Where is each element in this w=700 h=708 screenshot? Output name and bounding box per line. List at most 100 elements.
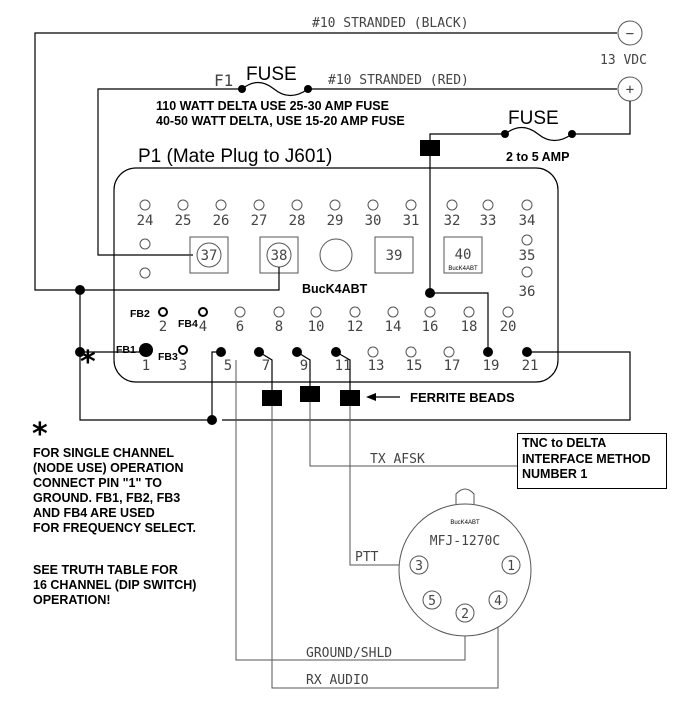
pin-label-1: 1 [142,358,150,374]
pin-label-30: 30 [365,213,382,229]
pin-label-34: 34 [519,213,536,229]
tx-label: TX AFSK [370,452,425,467]
pin-unlabeled-lower [139,267,151,279]
pin-37-box [189,236,229,274]
pin-4 [198,307,208,317]
fuse-f1-terminal-right [304,85,312,93]
pin1-star: * [80,345,96,380]
junction-ground [207,415,217,425]
plug-body [113,167,559,383]
fuse-small-label: FUSE [508,108,559,129]
note-line: GROUND. FB1, FB2, FB3 [33,491,181,505]
pin-24 [139,199,151,211]
pin-40-box [443,236,483,274]
method-line: TNC to DELTA [522,436,607,450]
fuse-f1-ref: F1 [214,71,233,90]
pin38-to-left-wire [80,267,280,291]
pin-label-20: 20 [500,319,517,335]
pin-36 [521,266,533,278]
note-star: * [32,417,48,452]
mfj-pin-label-2: 2 [461,607,469,622]
pin-37 [196,242,222,268]
mfj-small-mark: BucK4ABT [450,520,480,526]
mfj-name: MFJ-1270C [430,534,500,549]
mfj-key [455,488,475,504]
mfj-pin-label-5: 5 [428,594,436,609]
plug-title: P1 (Mate Plug to J601) [138,146,332,167]
pin-12 [349,306,361,318]
fuse-small-bead [420,140,440,156]
pin-label-27: 27 [251,213,268,229]
junction-pin1 [75,347,85,357]
ptt-wire [349,406,408,566]
odd-row-pins: 1 3 5 7 9 11 13 15 17 19 21 [139,343,538,374]
mfj-pin-label-3: 3 [415,559,423,574]
mfj-pin-2 [455,603,475,623]
note-line: CONNECT PIN "1" TO [33,476,162,490]
pin-15 [405,346,417,358]
top-row-pins: 24 25 26 27 28 29 30 31 32 33 34 [137,199,536,229]
pin-33 [482,199,494,211]
pin-label-21: 21 [522,358,539,374]
pin-label-40: 40 [455,247,472,263]
fuse-f1-note-1: 110 WATT DELTA USE 25-30 AMP FUSE [156,99,389,113]
fuse-f1-label: FUSE [246,64,297,85]
pin-1 [139,343,153,357]
pin1-wire [79,290,212,421]
pin-label-26: 26 [213,213,230,229]
pin-label-7: 7 [262,358,270,374]
pin-label-36: 36 [519,284,536,300]
pin-unlabeled-upper [139,238,151,250]
red-wire-label: #10 STRANDED (RED) [328,73,469,88]
pin-label-15: 15 [406,358,423,374]
pin-35-left-dot [521,234,533,246]
pin-34 [521,199,533,211]
note-line: OPERATION! [33,593,111,607]
pin-label-8: 8 [275,319,283,335]
method-line: INTERFACE METHOD [522,451,651,466]
pin-39-box [374,236,414,274]
pin-label-16: 16 [422,319,439,335]
junction-pin16 [425,288,435,298]
pin-28 [291,199,303,211]
pin-8 [273,306,285,318]
pin21-wire [222,351,631,421]
voltage-label: 13 VDC [600,53,647,68]
pin-40-small-mark: BucK4ABT [448,266,478,272]
pin-25 [177,199,189,211]
pin-30 [367,199,379,211]
rx-label: RX AUDIO [306,673,369,688]
black-wire [34,32,617,291]
pin-label-5: 5 [224,358,232,374]
even-row-pins: 2 4 6 8 10 12 14 16 18 20 [158,306,517,335]
fuse-small-wire [572,101,631,135]
mfj-pin-5 [422,590,442,610]
mfj-pin-4 [488,590,508,610]
pin-label-2: 2 [159,319,167,335]
pin-32 [446,199,458,211]
ground-label: GROUND/SHLD [306,646,392,661]
pin9-wire [296,351,311,398]
pin-3 [178,345,188,355]
pin-label-4: 4 [199,319,207,335]
pin-2 [158,307,168,317]
pin-13 [367,346,379,358]
ferrite-bead-1 [262,390,282,406]
fuse-f1-note-2: 40-50 WATT DELTA, USE 15-20 AMP FUSE [156,114,405,128]
method-line: NUMBER 1 [522,467,588,481]
fb2-label: FB2 [130,308,150,320]
pin-29 [329,199,341,211]
pin11-wire [335,351,351,398]
pin-label-29: 29 [327,213,344,229]
pin-17 [443,346,455,358]
fuse-small-element [504,126,573,142]
fb1-label: FB1 [116,344,136,356]
pin-label-32: 32 [444,213,461,229]
ferrite-label: FERRITE BEADS [410,390,515,405]
mfj-pin-3 [409,555,429,575]
pin-label-38: 38 [271,248,288,264]
fb4-label: FB4 [178,318,198,330]
mfj-pin-1 [501,555,521,575]
pin-label-13: 13 [368,358,385,374]
